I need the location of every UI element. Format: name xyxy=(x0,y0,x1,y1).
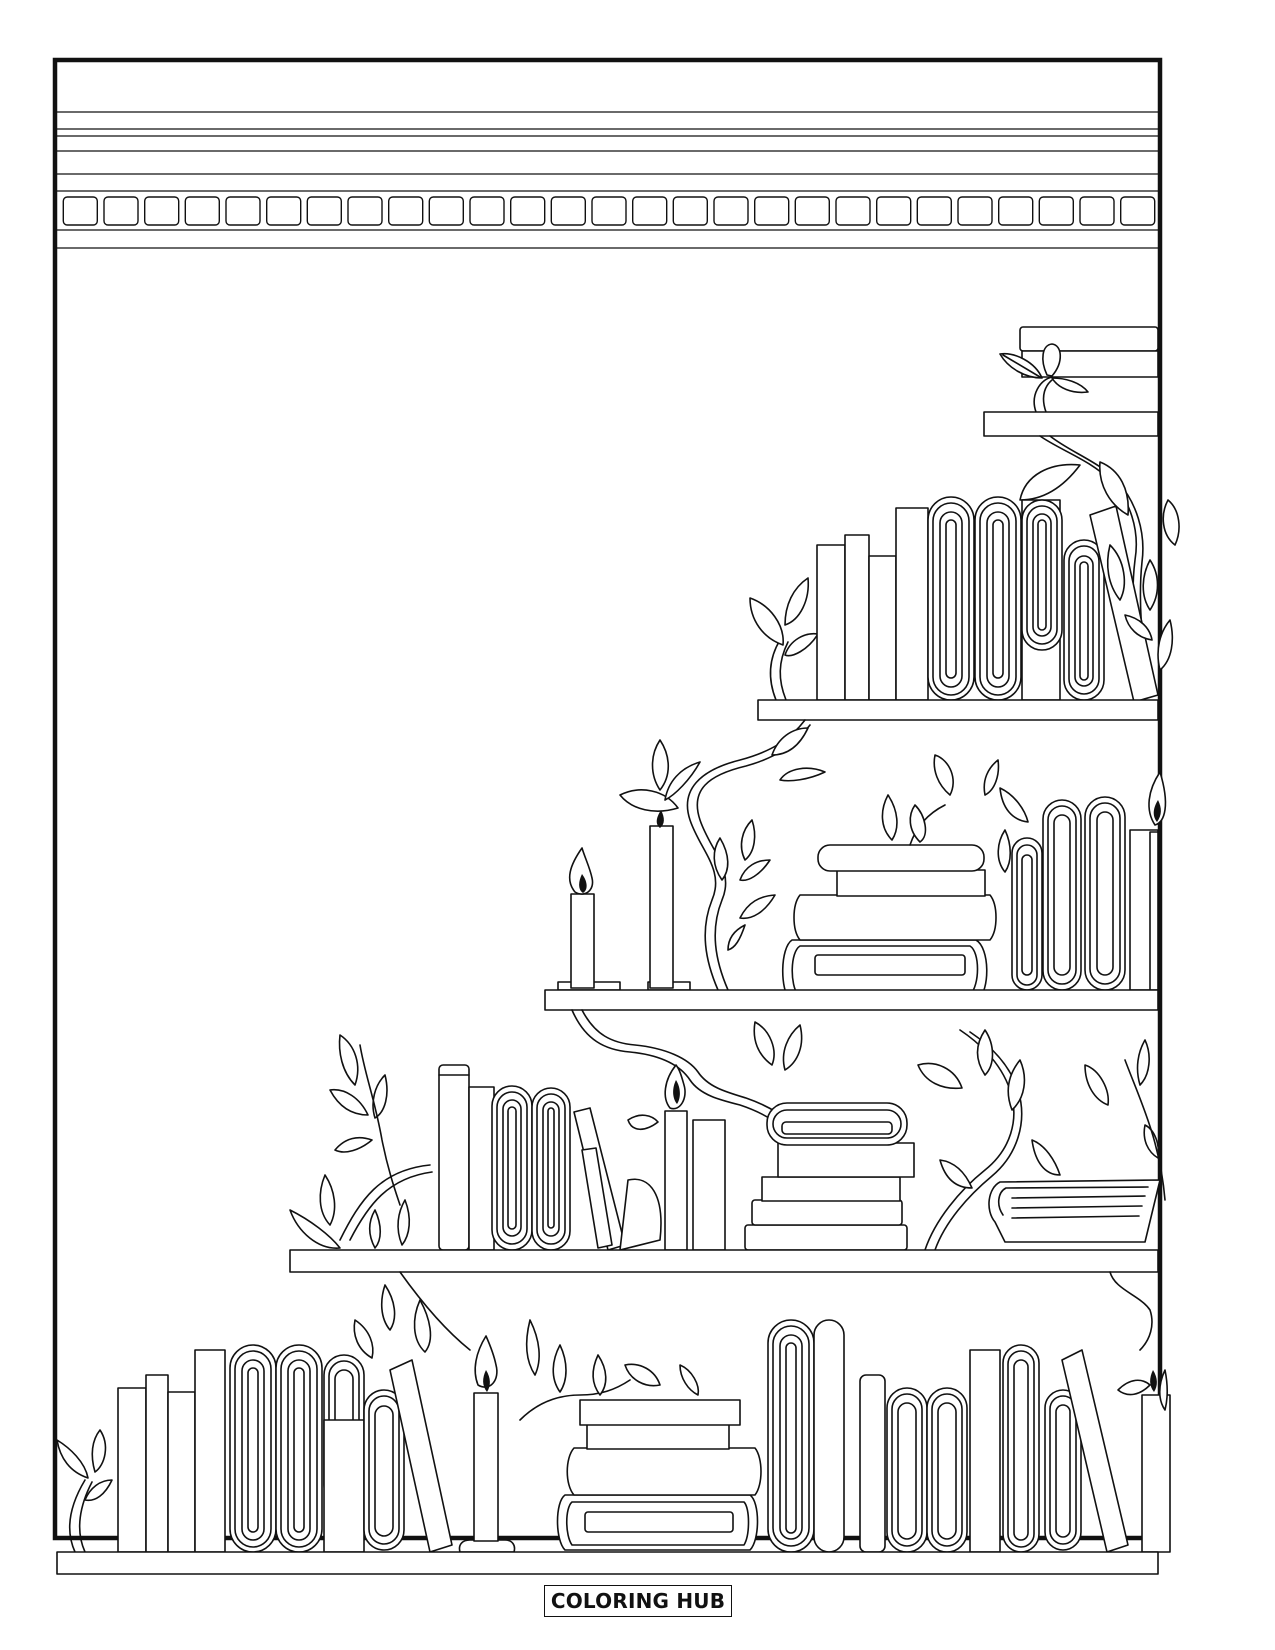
dentil-block xyxy=(672,196,708,226)
brand-logo: COLORING HUB xyxy=(544,1585,732,1617)
dentil-block xyxy=(1038,196,1075,226)
dentil-block xyxy=(347,196,383,226)
dentil-block xyxy=(713,196,749,226)
rounded-spine-book xyxy=(1002,1344,1040,1553)
page-frame xyxy=(52,57,1163,1541)
shelf-2 xyxy=(749,435,1180,721)
book-stack xyxy=(781,844,997,1001)
dentil-block xyxy=(632,196,668,226)
candle xyxy=(664,1064,688,1251)
dentil-block xyxy=(510,196,546,226)
dentil-block xyxy=(184,196,221,226)
shelf-5 xyxy=(56,1271,1171,1575)
rounded-spine-book xyxy=(531,1087,571,1251)
rounded-spine-book xyxy=(491,1085,533,1251)
rounded-spine-book xyxy=(229,1344,277,1553)
dentil-block xyxy=(388,196,424,226)
candle xyxy=(1148,771,1167,991)
rounded-spine-book xyxy=(927,496,975,701)
rounded-spine-book xyxy=(363,1389,405,1551)
dentil-block xyxy=(1079,196,1115,226)
candle xyxy=(458,1335,516,1553)
dentil-block xyxy=(876,196,912,226)
dentil-block xyxy=(306,196,342,226)
dentil-block xyxy=(998,196,1034,226)
dentil-block xyxy=(266,196,302,226)
dentil-block xyxy=(835,196,871,226)
dentil-block xyxy=(469,196,505,226)
book-stack xyxy=(744,1102,915,1251)
rounded-spine-book xyxy=(974,496,1022,701)
rounded-spine-book xyxy=(1084,796,1126,991)
rounded-spine-book xyxy=(886,1387,928,1553)
lying-book xyxy=(988,1179,1161,1243)
dentil-block xyxy=(916,196,952,226)
leaning-book xyxy=(1089,505,1159,703)
rounded-spine-book xyxy=(275,1344,323,1553)
dentil-block xyxy=(143,196,180,226)
rounded-spine-book xyxy=(1063,539,1105,701)
crown-molding xyxy=(57,111,1158,249)
candle xyxy=(1141,1370,1171,1553)
rounded-spine-book xyxy=(1044,1389,1082,1551)
leaning-book xyxy=(389,1359,453,1553)
dentil-block xyxy=(62,196,98,226)
dentil-block xyxy=(794,196,830,226)
rounded-spine-book xyxy=(1011,837,1043,991)
dentil-block xyxy=(754,196,790,226)
rounded-spine-book xyxy=(926,1387,968,1553)
book-stack xyxy=(556,1399,762,1551)
rounded-spine-book xyxy=(1021,499,1063,651)
candle xyxy=(557,847,621,991)
shelf-1 xyxy=(983,326,1159,437)
shelf-3 xyxy=(544,719,1167,1011)
dentil-block xyxy=(591,196,627,226)
dentil-blocks xyxy=(62,196,1156,226)
shelf-4 xyxy=(289,1009,1166,1273)
dentil-block xyxy=(428,196,464,226)
rounded-spine-book xyxy=(1042,799,1082,991)
dentil-block xyxy=(103,196,139,226)
leaning-book xyxy=(1061,1349,1129,1553)
dentil-block xyxy=(550,196,586,226)
dentil-block xyxy=(957,196,993,226)
dentil-block xyxy=(225,196,261,226)
rounded-spine-book xyxy=(767,1319,815,1553)
dentil-block xyxy=(1119,196,1156,226)
candle xyxy=(647,810,691,991)
